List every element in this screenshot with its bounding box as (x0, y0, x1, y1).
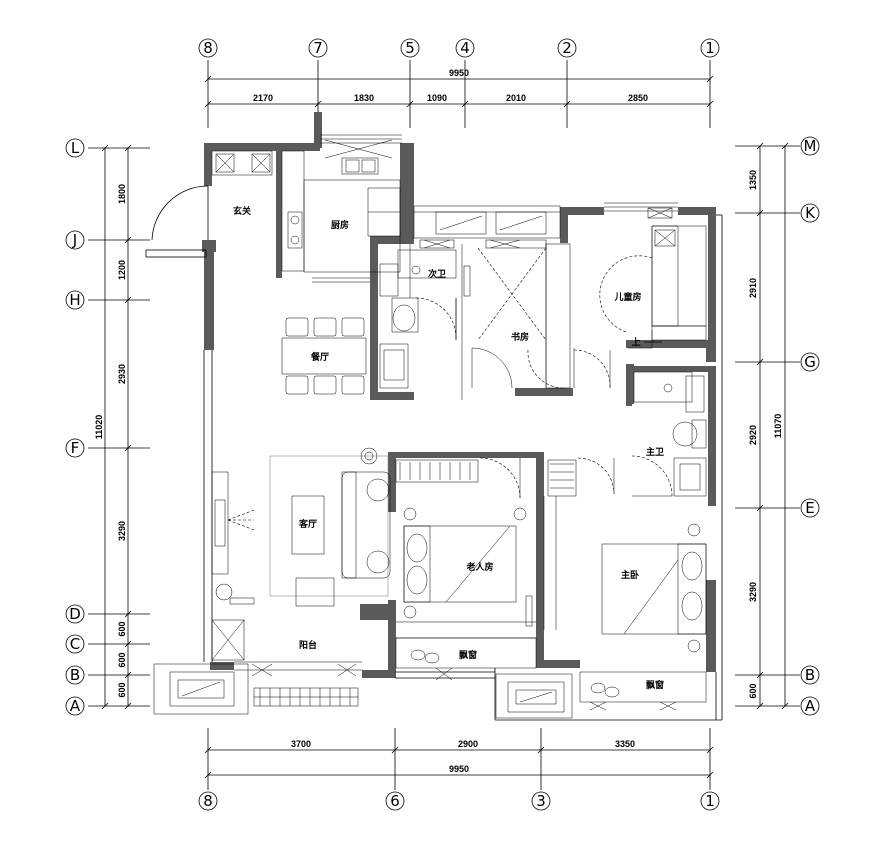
left-dimension-2: 1200 (117, 260, 127, 280)
top-dimension-4: 2010 (506, 93, 526, 103)
axis-label-left-L: L (71, 139, 80, 157)
bottom-total-dimension: 9950 (449, 764, 469, 774)
axis-label-bottom-8: 8 (203, 792, 213, 810)
room-label-bay-window-1: 飘窗 (459, 649, 477, 661)
left-total-dimension: 11020 (94, 415, 104, 440)
kids-room-fixtures (599, 207, 707, 349)
left-dimension-5: 600 (117, 621, 127, 636)
room-label-guest-bath: 次卫 (428, 268, 446, 280)
dining-table-icon (281, 317, 367, 395)
room-label-balcony: 阳台 (299, 639, 317, 651)
master-bedroom-fixtures (543, 457, 707, 653)
axis-label-right-K: K (805, 204, 816, 222)
axis-label-bottom-3: 3 (536, 792, 546, 810)
top-dimension-5: 2850 (628, 93, 648, 103)
right-dimension-3: 2920 (748, 425, 758, 445)
axis-label-right-A: A (805, 697, 816, 715)
top-dimension-1: 2170 (253, 93, 273, 103)
bottom-dimension-2: 2900 (458, 739, 478, 749)
bottom-dimension-1: 3700 (291, 739, 311, 749)
room-label-entry: 玄关 (233, 205, 251, 217)
axis-label-top-1: 1 (705, 39, 715, 57)
room-label-bay-window-2: 飘窗 (646, 679, 664, 691)
top-axis-bubbles (198, 38, 720, 58)
axis-label-left-F: F (71, 439, 80, 457)
axis-label-left-C: C (70, 635, 80, 653)
study-fixtures (419, 239, 611, 400)
right-dimension-2: 2910 (748, 278, 758, 298)
left-dimension-4: 3290 (117, 521, 127, 541)
living-room-fixtures (211, 447, 391, 607)
kitchen-fixtures (211, 139, 401, 283)
right-axis-bubbles (800, 136, 820, 716)
axis-label-left-J: J (72, 231, 77, 249)
bottom-dimension-lines (204, 728, 714, 790)
axis-label-right-G: G (804, 353, 816, 371)
room-label-kids-room: 儿童房 (613, 291, 641, 303)
room-label-study: 书房 (511, 331, 529, 343)
room-label-master-bedroom: 主卧 (621, 569, 639, 581)
bay-window-2-fixtures (579, 671, 707, 711)
bottom-dimension-3: 3350 (615, 739, 635, 749)
left-dimension-3: 2930 (117, 364, 127, 384)
entry-door-icon (145, 185, 209, 258)
left-dimension-6: 600 (117, 652, 127, 667)
bay-window-1-fixtures (395, 637, 537, 669)
axis-label-top-5: 5 (405, 39, 415, 57)
top-dimension-2: 1830 (354, 93, 374, 103)
walls (202, 112, 716, 678)
axis-label-right-M: M (804, 137, 817, 155)
left-dimension-7: 600 (117, 682, 127, 697)
bottom-axis-bubbles (198, 791, 720, 811)
axis-label-left-A: A (70, 697, 81, 715)
axis-label-left-B: B (70, 666, 80, 684)
axis-label-top-4: 4 (460, 39, 470, 57)
right-dimension-lines (735, 142, 800, 710)
axis-label-right-E: E (805, 499, 814, 517)
left-dimension-lines (88, 144, 150, 710)
left-axis-bubbles (65, 138, 85, 716)
elder-room-fixtures (395, 457, 536, 639)
right-dimension-1: 1350 (748, 170, 758, 190)
top-dimension-lines (204, 60, 714, 128)
room-label-dining: 餐厅 (310, 351, 329, 363)
axis-label-top-8: 8 (203, 39, 213, 57)
master-bath-fixtures (631, 371, 707, 497)
axis-label-left-D: D (69, 605, 81, 623)
left-dimension-1: 1800 (117, 184, 127, 204)
top-total-dimension: 9950 (449, 68, 469, 78)
right-dimension-5: 600 (748, 683, 758, 698)
right-total-dimension: 11070 (773, 414, 783, 439)
room-label-kitchen: 厨房 (331, 219, 349, 231)
room-label-master-bath: 主卫 (646, 446, 664, 458)
stair-up-label: 上 (631, 336, 640, 348)
axis-label-top-2: 2 (562, 39, 572, 57)
room-label-living: 客厅 (298, 518, 317, 530)
axis-label-right-B: B (805, 666, 815, 684)
right-dimension-4: 3290 (748, 582, 758, 602)
axis-label-left-H: H (69, 291, 80, 309)
guest-bath-fixtures (379, 244, 471, 389)
axis-label-bottom-6: 6 (390, 792, 400, 810)
top-dimension-3: 1090 (427, 93, 447, 103)
room-label-elder-room: 老人房 (465, 561, 493, 573)
axis-label-top-7: 7 (313, 39, 323, 57)
axis-label-bottom-1: 1 (705, 792, 715, 810)
balcony-fixtures (153, 583, 573, 719)
